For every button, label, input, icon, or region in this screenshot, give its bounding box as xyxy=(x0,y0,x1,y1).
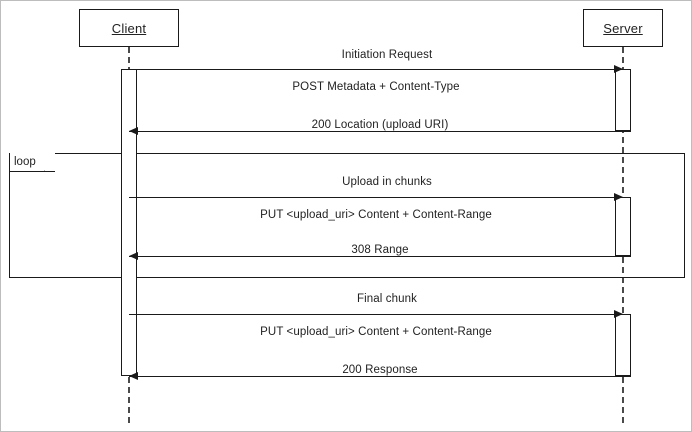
activation-bar-server xyxy=(615,69,631,131)
arrowhead-left-m2 xyxy=(129,127,138,135)
fragment-operator-label: loop xyxy=(14,156,36,168)
message-label-m5: PUT <upload_uri> Content + Content-Range xyxy=(260,326,492,338)
message-label-m4: 308 Range xyxy=(351,244,409,256)
message-line-m6 xyxy=(129,376,631,377)
fragment-operator-tag-loop: loop xyxy=(9,153,55,172)
phase-note-n3: Final chunk xyxy=(357,293,417,305)
message-line-m5 xyxy=(129,314,623,315)
activation-bar-server xyxy=(615,314,631,376)
arrowhead-right-m5 xyxy=(614,310,623,318)
activation-bar-server xyxy=(615,197,631,256)
arrowhead-right-m3 xyxy=(614,193,623,201)
phase-note-n2: Upload in chunks xyxy=(342,176,432,188)
arrowhead-right-m1 xyxy=(614,65,623,73)
combined-fragment-loop xyxy=(9,153,685,278)
message-line-m2 xyxy=(129,131,631,132)
participant-box-server[interactable]: Server xyxy=(583,9,663,47)
phase-note-n1: Initiation Request xyxy=(341,49,433,61)
arrowhead-left-m4 xyxy=(129,252,138,260)
participant-box-client[interactable]: Client xyxy=(79,9,179,47)
message-label-m2: 200 Location (upload URI) xyxy=(311,119,449,131)
participant-label-client: Client xyxy=(111,20,147,36)
message-line-m1 xyxy=(129,69,623,70)
message-label-m1: POST Metadata + Content-Type xyxy=(292,81,460,93)
fragment-tag-corner-icon xyxy=(44,153,55,171)
arrowhead-left-m6 xyxy=(129,372,138,380)
message-line-m4 xyxy=(129,256,631,257)
message-label-m6: 200 Response xyxy=(342,364,418,376)
participant-label-server: Server xyxy=(603,20,643,36)
message-label-m3: PUT <upload_uri> Content + Content-Range xyxy=(260,209,492,221)
message-line-m3 xyxy=(129,197,623,198)
